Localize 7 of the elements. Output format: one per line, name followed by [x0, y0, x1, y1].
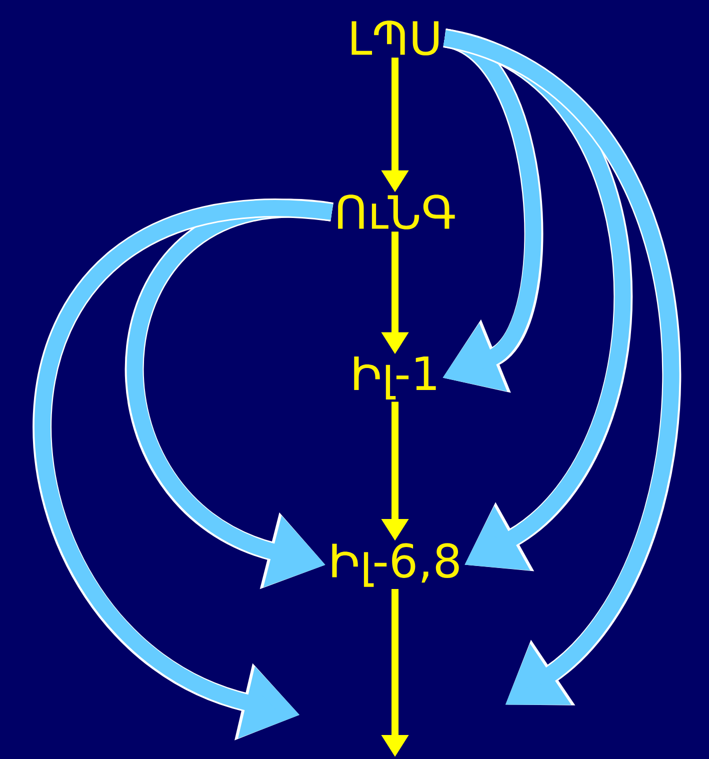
label-text: ԼՊՍ — [352, 20, 438, 56]
label-text: Իլ-6,8 — [332, 543, 459, 587]
label-text: Իլ-1 — [354, 356, 436, 400]
arrow — [442, 28, 680, 706]
arrow — [442, 28, 632, 572]
label-text: ՈւՆԳ — [338, 194, 455, 230]
arrow — [442, 29, 544, 393]
